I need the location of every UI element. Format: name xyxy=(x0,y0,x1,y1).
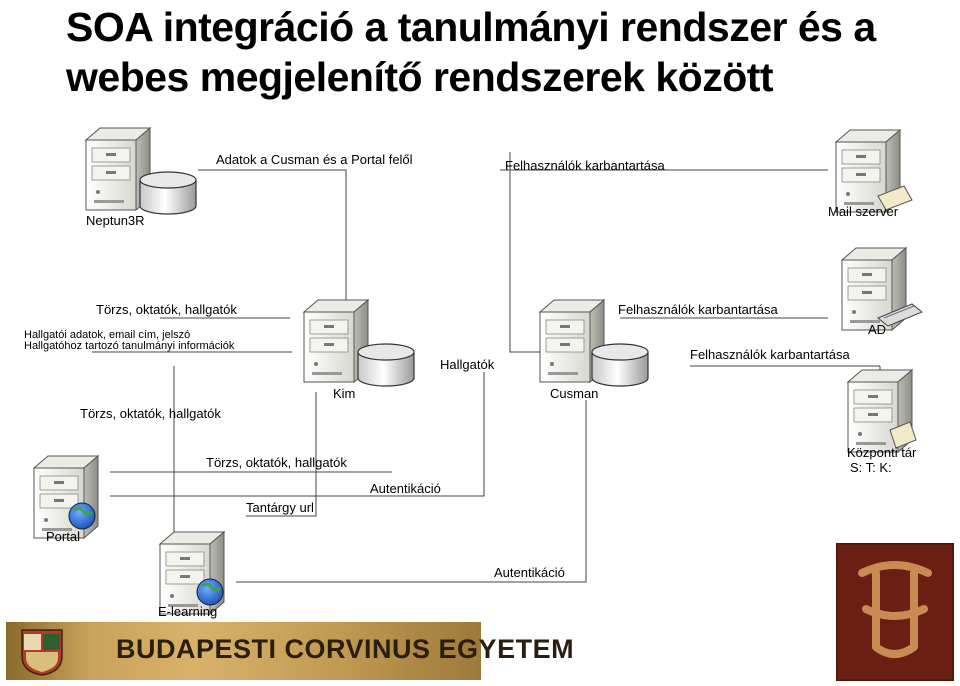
edge-label-felhasznalok-mid: Felhasználók karbantartása xyxy=(618,302,778,317)
elearning-globe-icon xyxy=(196,578,224,606)
kim-database-icon xyxy=(357,343,415,387)
node-label-ad: AD xyxy=(868,322,886,337)
emblem-logo xyxy=(836,543,954,681)
line-hallgatok xyxy=(509,152,540,353)
edge-label-torzs-left: Törzs, oktatók, hallgatók xyxy=(80,406,221,421)
node-label-kim: Kim xyxy=(333,386,355,401)
mail-envelope-icon xyxy=(877,185,913,211)
ad-keyboard-icon xyxy=(877,303,923,327)
node-label-cusman: Cusman xyxy=(550,386,598,401)
edge-label-adatok: Adatok a Cusman és a Portal felől xyxy=(216,152,413,167)
edge-label-autentikacio-portal: Autentikáció xyxy=(370,481,441,496)
title-line-2: webes megjelenítő rendszerek között xyxy=(66,54,774,100)
line-autentikacio-elearning xyxy=(236,400,587,583)
line-autentikacio-portal xyxy=(110,372,485,497)
edge-label-torzs-kim: Törzs, oktatók, hallgatók xyxy=(96,302,237,317)
node-label-elearning: E-learning xyxy=(158,604,217,619)
edge-label-torzs-portal: Törzs, oktatók, hallgatók xyxy=(206,455,347,470)
node-label-kozponti-2: S: T: K: xyxy=(850,460,892,475)
kozponti-folder-icon xyxy=(889,421,917,449)
portal-globe-icon xyxy=(68,502,96,530)
title-line-1: SOA integráció a tanulmányi rendszer és … xyxy=(66,4,876,50)
node-label-mail: Mail szerver xyxy=(828,204,899,219)
university-name: BUDAPESTI CORVINUS EGYETEM xyxy=(116,634,575,664)
node-label-neptun: Neptun3R xyxy=(86,213,145,228)
node-label-portal: Portal xyxy=(46,529,80,544)
university-banner: BUDAPESTI CORVINUS EGYETEM xyxy=(6,622,574,680)
page-title: SOA integráció a tanulmányi rendszer és … xyxy=(66,2,876,102)
neptun-database-icon xyxy=(139,171,197,215)
edge-label-felhasznalok-top: Felhasználók karbantartása xyxy=(505,158,665,173)
edge-label-autentikacio-elearning: Autentikáció xyxy=(494,565,565,580)
edge-label-tantargy: Tantárgy url xyxy=(246,500,314,515)
cusman-database-icon xyxy=(591,343,649,387)
university-crest-icon xyxy=(21,629,63,676)
line-adatok xyxy=(198,169,347,310)
edge-label-hallgatoi: Hallgatói adatok, email cím, jelszó xyxy=(24,329,190,341)
node-label-kozponti-1: Központi tár xyxy=(847,445,917,460)
edge-label-felhasznalok-ad: Felhasználók karbantartása xyxy=(690,347,850,362)
edge-label-hallgatok: Hallgatók xyxy=(440,357,495,372)
line-tantargy xyxy=(246,392,317,517)
edge-label-hallgatohoz: Hallgatóhoz tartozó tanulmányi informáci… xyxy=(24,340,235,352)
